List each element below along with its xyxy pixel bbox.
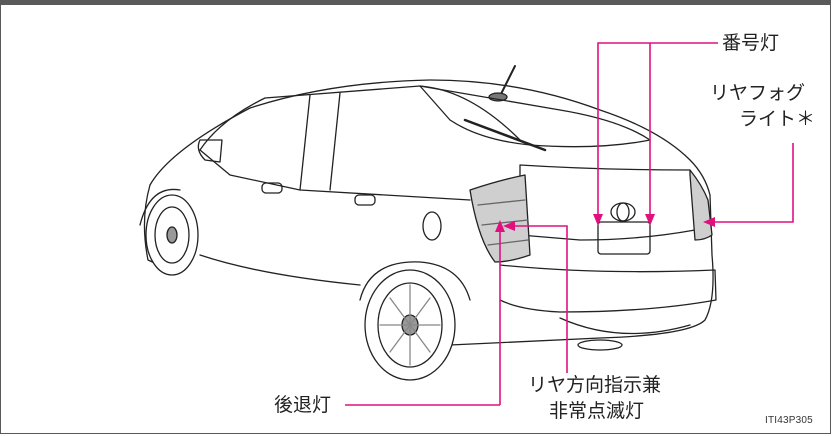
label-turn-signal-line1: リヤ方向指示兼 xyxy=(528,374,662,396)
leader-rear-fog xyxy=(710,143,794,223)
leader-arrowheads xyxy=(495,214,715,232)
leader-turn-signal xyxy=(510,225,568,373)
leader-license-left xyxy=(597,42,718,218)
figure-code: ITI43P305 xyxy=(765,415,813,426)
label-license-plate-light: 番号灯 xyxy=(722,32,780,54)
label-back-up-light: 後退灯 xyxy=(274,394,332,416)
leader-lines xyxy=(345,42,794,406)
antenna-line xyxy=(499,65,516,97)
label-rear-fog-light-line2: ライト＊ xyxy=(739,108,816,130)
label-turn-signal-line2: 非常点滅灯 xyxy=(549,400,645,422)
label-rear-fog-light-line1: リヤフォグ xyxy=(710,82,806,104)
